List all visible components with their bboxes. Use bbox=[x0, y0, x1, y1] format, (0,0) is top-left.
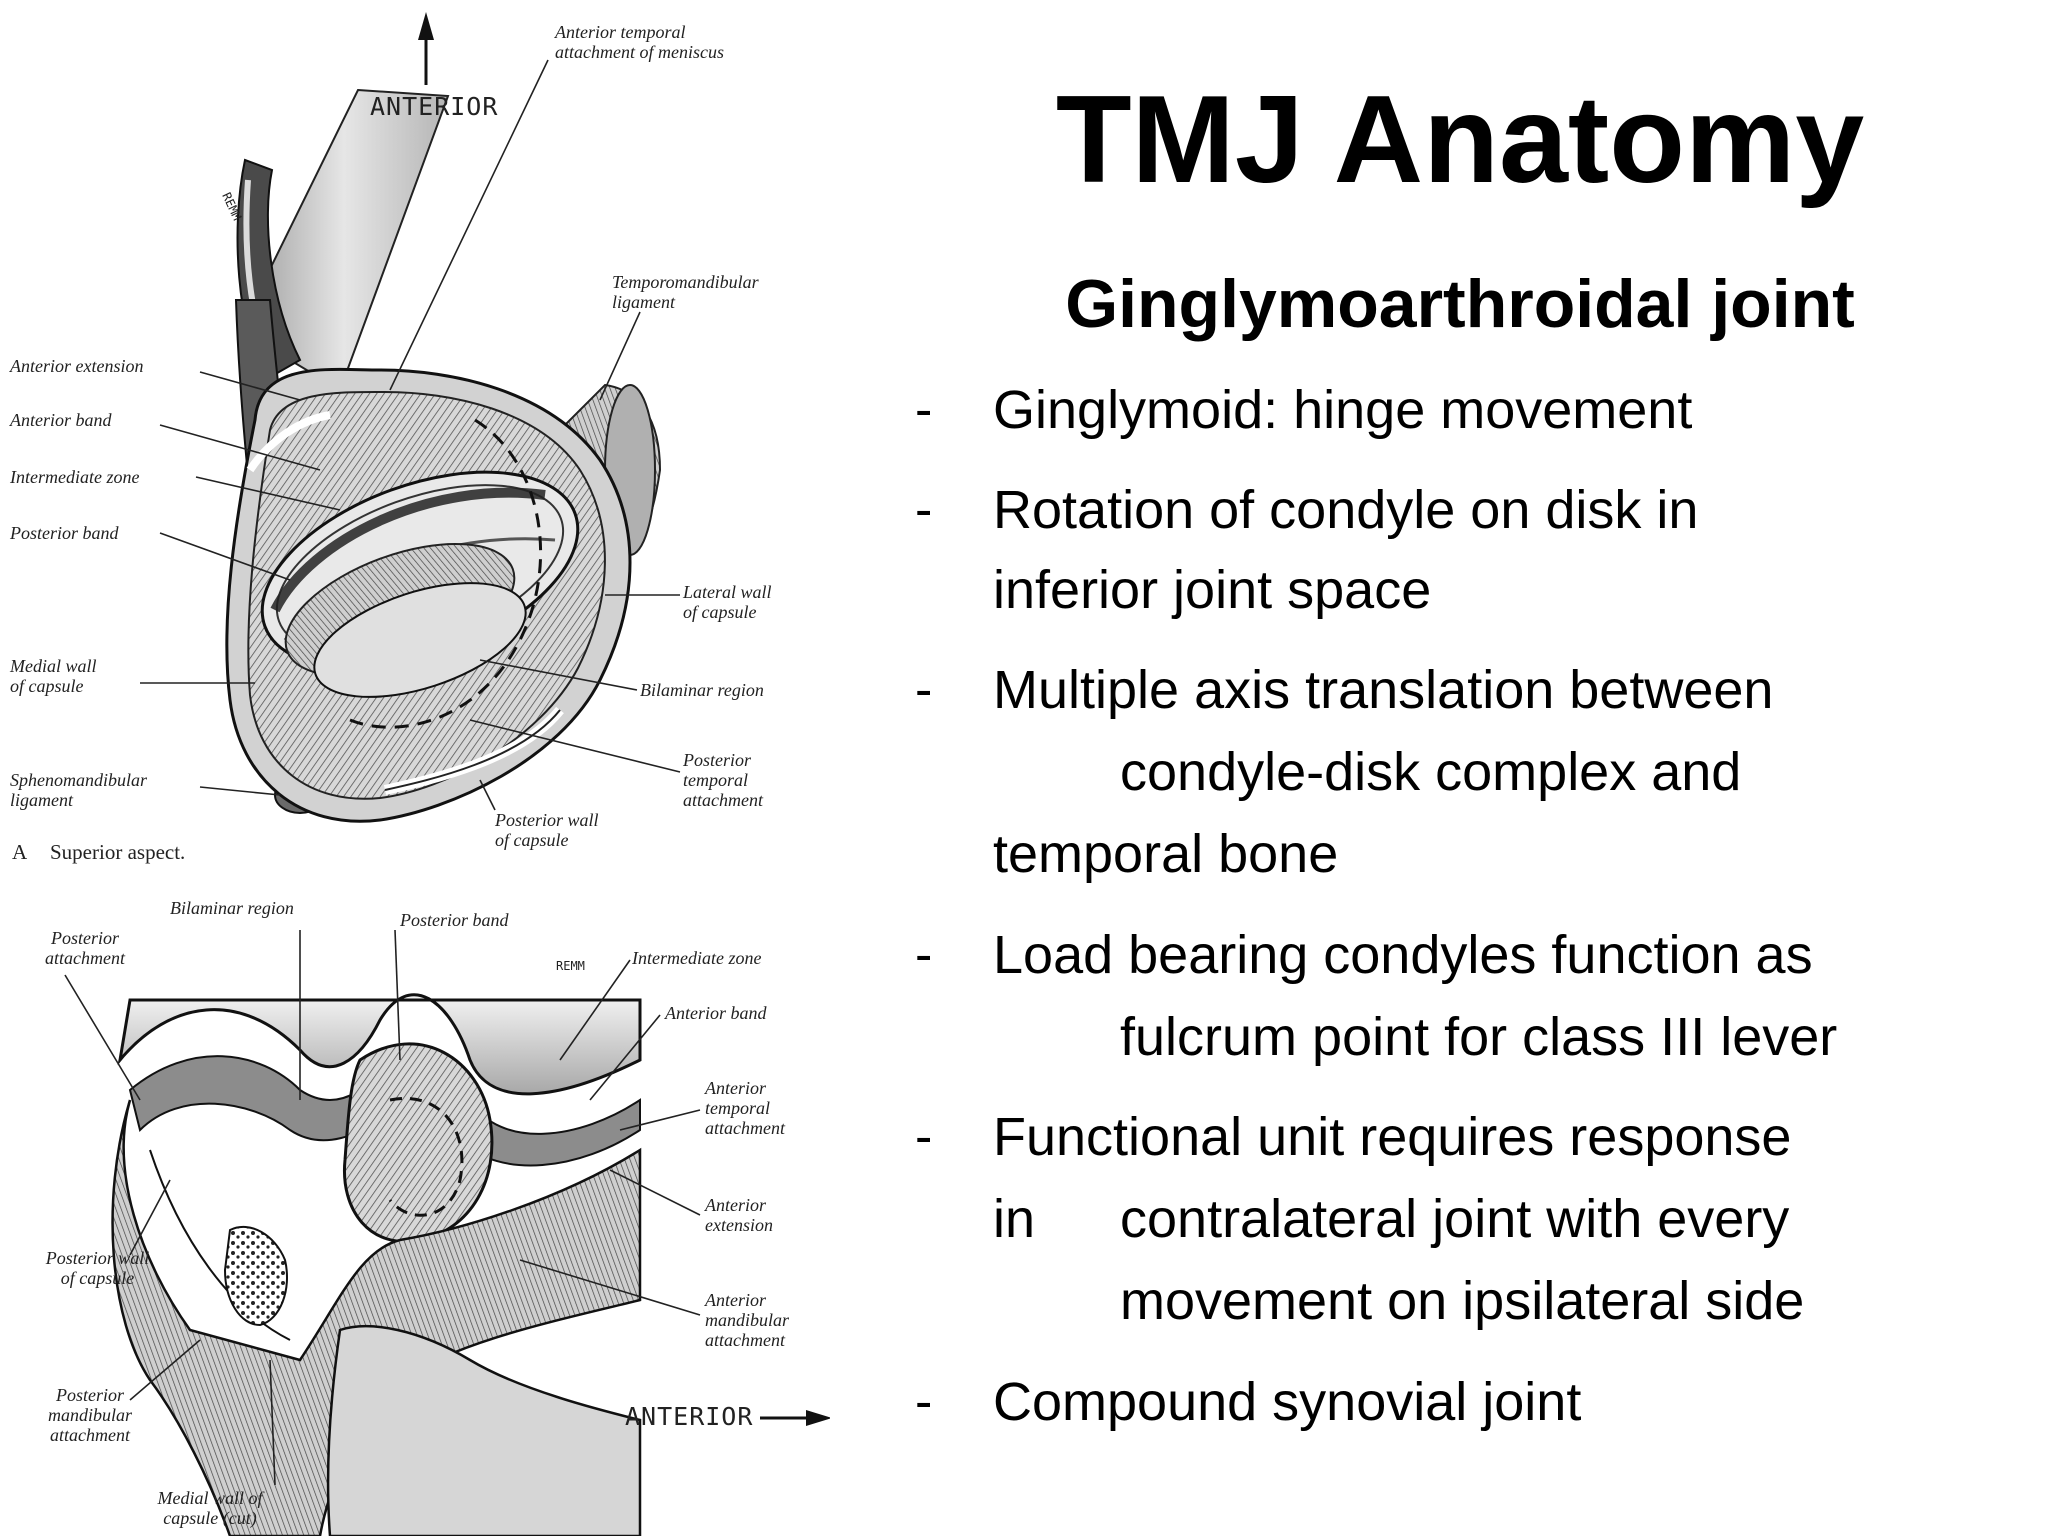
bullet-line: Compound synovial joint bbox=[993, 1372, 1582, 1432]
label-sphenomandibular-ligament: Sphenomandibular ligament bbox=[10, 770, 147, 810]
label-lateral-wall: Lateral wall of capsule bbox=[683, 582, 772, 622]
label-medial-wall-cut: Medial wall of capsule (cut) bbox=[157, 1488, 263, 1528]
label-posterior-mandibular-attachment: Posterior mandibular attachment bbox=[47, 1385, 132, 1445]
bullet-marker: - bbox=[915, 1108, 933, 1166]
bullet-line: Ginglymoid: hinge movement bbox=[993, 380, 1693, 440]
bullet-line: Rotation of condyle on disk in bbox=[993, 480, 1699, 540]
anterior-label-bottom: ANTERIOR bbox=[625, 1402, 754, 1431]
label-anterior-band-bottom: Anterior band bbox=[665, 1003, 767, 1023]
label-posterior-wall-bottom: Posterior wall of capsule bbox=[45, 1248, 150, 1288]
label-anterior-temporal-attachment-bottom: Anterior temporal attachment bbox=[705, 1078, 785, 1138]
anterior-label-top: ANTERIOR bbox=[370, 92, 499, 121]
bullet-marker: - bbox=[915, 926, 933, 984]
label-posterior-temporal-attachment: Posterior temporal attachment bbox=[683, 750, 763, 810]
bullet-marker: - bbox=[915, 381, 933, 439]
signature-bottom: REMM bbox=[556, 959, 585, 973]
label-bilaminar-region: Bilaminar region bbox=[640, 680, 764, 700]
leader-lines bbox=[64, 59, 701, 1486]
slide-subtitle: Ginglymoarthroidal joint bbox=[1065, 266, 1855, 342]
caption-superior-aspect: Superior aspect. bbox=[50, 840, 186, 864]
slide-title: TMJ Anatomy bbox=[1055, 71, 1865, 209]
label-posterior-band-bottom: Posterior band bbox=[400, 910, 509, 930]
label-temporomandibular-ligament: Temporomandibular ligament bbox=[612, 272, 759, 312]
label-anterior-mandibular-attachment: Anterior mandibular attachment bbox=[705, 1290, 790, 1350]
label-intermediate-zone: Intermediate zone bbox=[10, 467, 140, 487]
label-posterior-attachment: Posterior attachment bbox=[45, 928, 125, 968]
anterior-arrow-head bbox=[418, 12, 434, 40]
bullet-marker: - bbox=[915, 1373, 933, 1431]
label-intermediate-zone-bottom: Intermediate zone bbox=[632, 948, 762, 968]
bullet-line: contralateral joint with every bbox=[1120, 1189, 1790, 1249]
bullet-line: Multiple axis translation between bbox=[993, 660, 1774, 720]
label-medial-wall: Medial wall of capsule bbox=[10, 656, 97, 696]
bullet-line: Functional unit requires response bbox=[993, 1107, 1792, 1167]
bullet-line: condyle-disk complex and bbox=[1120, 742, 1742, 802]
bullet-line: inferior joint space bbox=[993, 560, 1432, 620]
superior-aspect-drawing: REMM bbox=[219, 12, 662, 823]
bullet-marker: - bbox=[915, 661, 933, 719]
label-bilaminar-region-bottom: Bilaminar region bbox=[170, 898, 294, 918]
bullet-line: temporal bone bbox=[993, 824, 1339, 884]
bullet-marker: - bbox=[915, 481, 933, 539]
anterior-arrow-head-bottom bbox=[806, 1410, 830, 1426]
tmj-drawing: REMM REMM bbox=[64, 12, 830, 1536]
label-posterior-band: Posterior band bbox=[10, 523, 119, 543]
label-anterior-temporal-attachment: Anterior temporal attachment of meniscus bbox=[555, 22, 724, 62]
bullet-line: fulcrum point for class III lever bbox=[1120, 1007, 1838, 1067]
bullet-line: Load bearing condyles function as bbox=[993, 925, 1813, 985]
label-anterior-extension: Anterior extension bbox=[10, 356, 144, 376]
label-posterior-wall: Posterior wall of capsule bbox=[495, 810, 599, 850]
label-anterior-extension-bottom: Anterior extension bbox=[705, 1195, 773, 1235]
sagittal-section-drawing: REMM bbox=[111, 959, 830, 1536]
bullet-line: in bbox=[993, 1189, 1036, 1249]
label-anterior-band: Anterior band bbox=[10, 410, 112, 430]
bullet-line: movement on ipsilateral side bbox=[1120, 1271, 1805, 1331]
caption-letter: A bbox=[12, 840, 28, 864]
tmj-anatomy-figure: REMM REMM bbox=[0, 0, 830, 1536]
